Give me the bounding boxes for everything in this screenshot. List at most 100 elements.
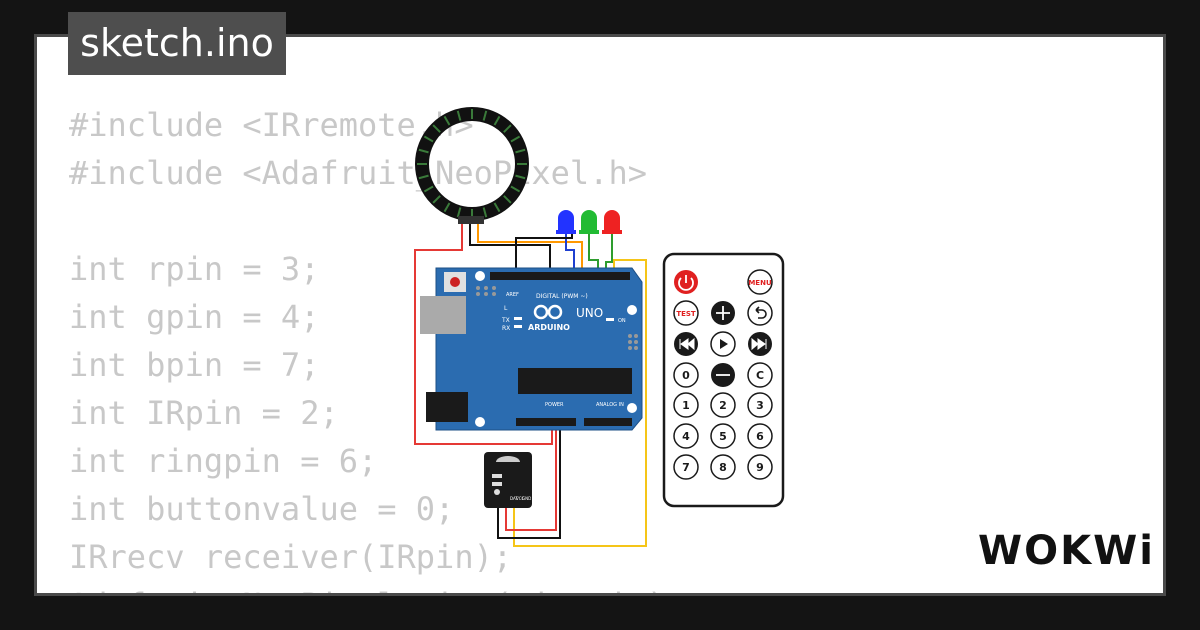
remote-number-button[interactable]: 5 (710, 423, 736, 449)
ring-pixel (493, 115, 501, 126)
code-line: int buttonvalue = 0; (69, 490, 455, 528)
ring-pixel (456, 110, 462, 121)
remote-test-button[interactable]: TEST (673, 300, 699, 326)
ring-pixel (510, 185, 521, 193)
remote-prev-button[interactable] (674, 332, 698, 356)
reset-button-cap (450, 277, 460, 287)
remote-number-label: 8 (719, 461, 727, 474)
wokwi-logo: WOKWi (978, 528, 1155, 574)
file-tab[interactable]: sketch.ino (68, 12, 286, 75)
ring-pixel (432, 195, 441, 204)
remote-number-button[interactable]: 4 (673, 423, 699, 449)
remote-number-label: 1 (682, 399, 690, 412)
digital-header (490, 272, 630, 280)
code-line: int IRpin = 2; (69, 394, 339, 432)
remote-next-button[interactable] (748, 332, 772, 356)
ring-pixel (423, 135, 434, 143)
ring-pixel (418, 174, 429, 180)
ring-pixels (417, 109, 527, 219)
atmega-chip (518, 368, 632, 394)
usb-port (420, 296, 466, 334)
power-header (516, 418, 576, 426)
wire-ir-data (513, 259, 647, 547)
ir-sensor-dome (496, 456, 520, 462)
remote-number-label: 4 (682, 430, 690, 443)
back-icon (755, 306, 767, 319)
wire-led-red (605, 232, 613, 272)
arduino-uno[interactable]: DIGITAL (PWM ~) AREF L TX RX ARDUINO UNO… (420, 267, 643, 431)
remote-number-label: 0 (682, 369, 690, 382)
arduino-logo-text: ARDUINO (528, 323, 570, 332)
code-line: int ringpin = 6; (69, 442, 378, 480)
rx-label: RX (502, 325, 510, 332)
wire-led-green (588, 232, 599, 272)
remote-number-button[interactable]: 9 (747, 454, 773, 480)
remote-minus-button[interactable] (711, 363, 735, 387)
play-icon (720, 339, 728, 349)
code-area-clip: #include <IRremote.h>#include <Adafruit_… (37, 37, 1163, 593)
ring-pixel (432, 124, 441, 133)
wire-ir-vcc (505, 428, 557, 531)
code-line: int bpin = 7; (69, 346, 320, 384)
wires (414, 222, 647, 547)
digital-label: DIGITAL (PWM ~) (536, 293, 588, 300)
code-editor[interactable]: #include <IRremote.h>#include <Adafruit_… (69, 101, 686, 593)
ir-remote[interactable]: MENU TEST (662, 252, 785, 508)
remote-number-button[interactable]: 7 (673, 454, 699, 480)
ring-pixel (510, 135, 521, 143)
code-line: Adafruit_NeoPixel ring(ringpin); (69, 581, 686, 593)
ring-pixel (482, 207, 488, 218)
tx-label: TX (501, 317, 510, 324)
svg-text:MENU: MENU (748, 279, 772, 287)
ring-pixel (515, 174, 526, 180)
svg-text:TEST: TEST (676, 310, 696, 318)
remote-number-button[interactable]: 6 (747, 423, 773, 449)
remote-menu-button[interactable]: MENU (747, 269, 773, 295)
analog-label: ANALOG IN (596, 402, 624, 408)
remote-number-label: 7 (682, 461, 690, 474)
remote-number-label: 5 (719, 430, 727, 443)
power-label: POWER (545, 402, 564, 408)
plus-icon (716, 306, 730, 320)
remote-number-button[interactable]: 8 (710, 454, 736, 480)
wire-ring-data (477, 222, 583, 272)
wire-led-gnd (515, 232, 573, 272)
ir-pin-gnd: GND (522, 496, 531, 501)
wire-ring-vcc (414, 222, 553, 445)
next-icon (751, 337, 767, 351)
remote-number-button[interactable]: 0 (673, 362, 699, 388)
remote-number-button[interactable]: 3 (747, 392, 773, 418)
code-line: IRrecv receiver(IRpin); (69, 538, 513, 576)
ring-pixel (493, 202, 501, 213)
ring-pixel (456, 207, 462, 218)
neopixel-ring[interactable] (415, 107, 529, 224)
remote-number-label: 6 (756, 430, 764, 443)
svg-text:C: C (756, 369, 764, 382)
remote-number-pad: 0 1 2 3 4 5 6 7 8 9 (673, 362, 773, 480)
ring-pixel (503, 124, 512, 133)
ring-pixel (482, 110, 488, 121)
ring-pixel (515, 148, 526, 154)
remote-play-button[interactable] (710, 331, 736, 357)
ring-pixel (423, 185, 434, 193)
code-line: int gpin = 4; (69, 298, 320, 336)
wire-ring-gnd (469, 222, 551, 270)
wire-ir-gnd (497, 428, 561, 539)
ring-pixel (503, 195, 512, 204)
ir-receiver[interactable]: DAT VCC GND (484, 452, 532, 508)
remote-number-button[interactable]: 1 (673, 392, 699, 418)
analog-header (584, 418, 632, 426)
ring-pixel (443, 202, 451, 213)
uno-label: UNO (576, 306, 603, 320)
remote-back-button[interactable] (747, 300, 773, 326)
led-red[interactable] (602, 210, 622, 234)
remote-plus-button[interactable] (711, 301, 735, 325)
remote-power-button[interactable] (674, 270, 698, 294)
remote-c-button[interactable]: C (747, 362, 773, 388)
remote-number-button[interactable]: 2 (710, 392, 736, 418)
led-green[interactable] (579, 210, 599, 234)
ir-pin-dat: DAT (510, 496, 518, 501)
led-blue[interactable] (556, 210, 576, 234)
remote-number-label: 2 (719, 399, 727, 412)
